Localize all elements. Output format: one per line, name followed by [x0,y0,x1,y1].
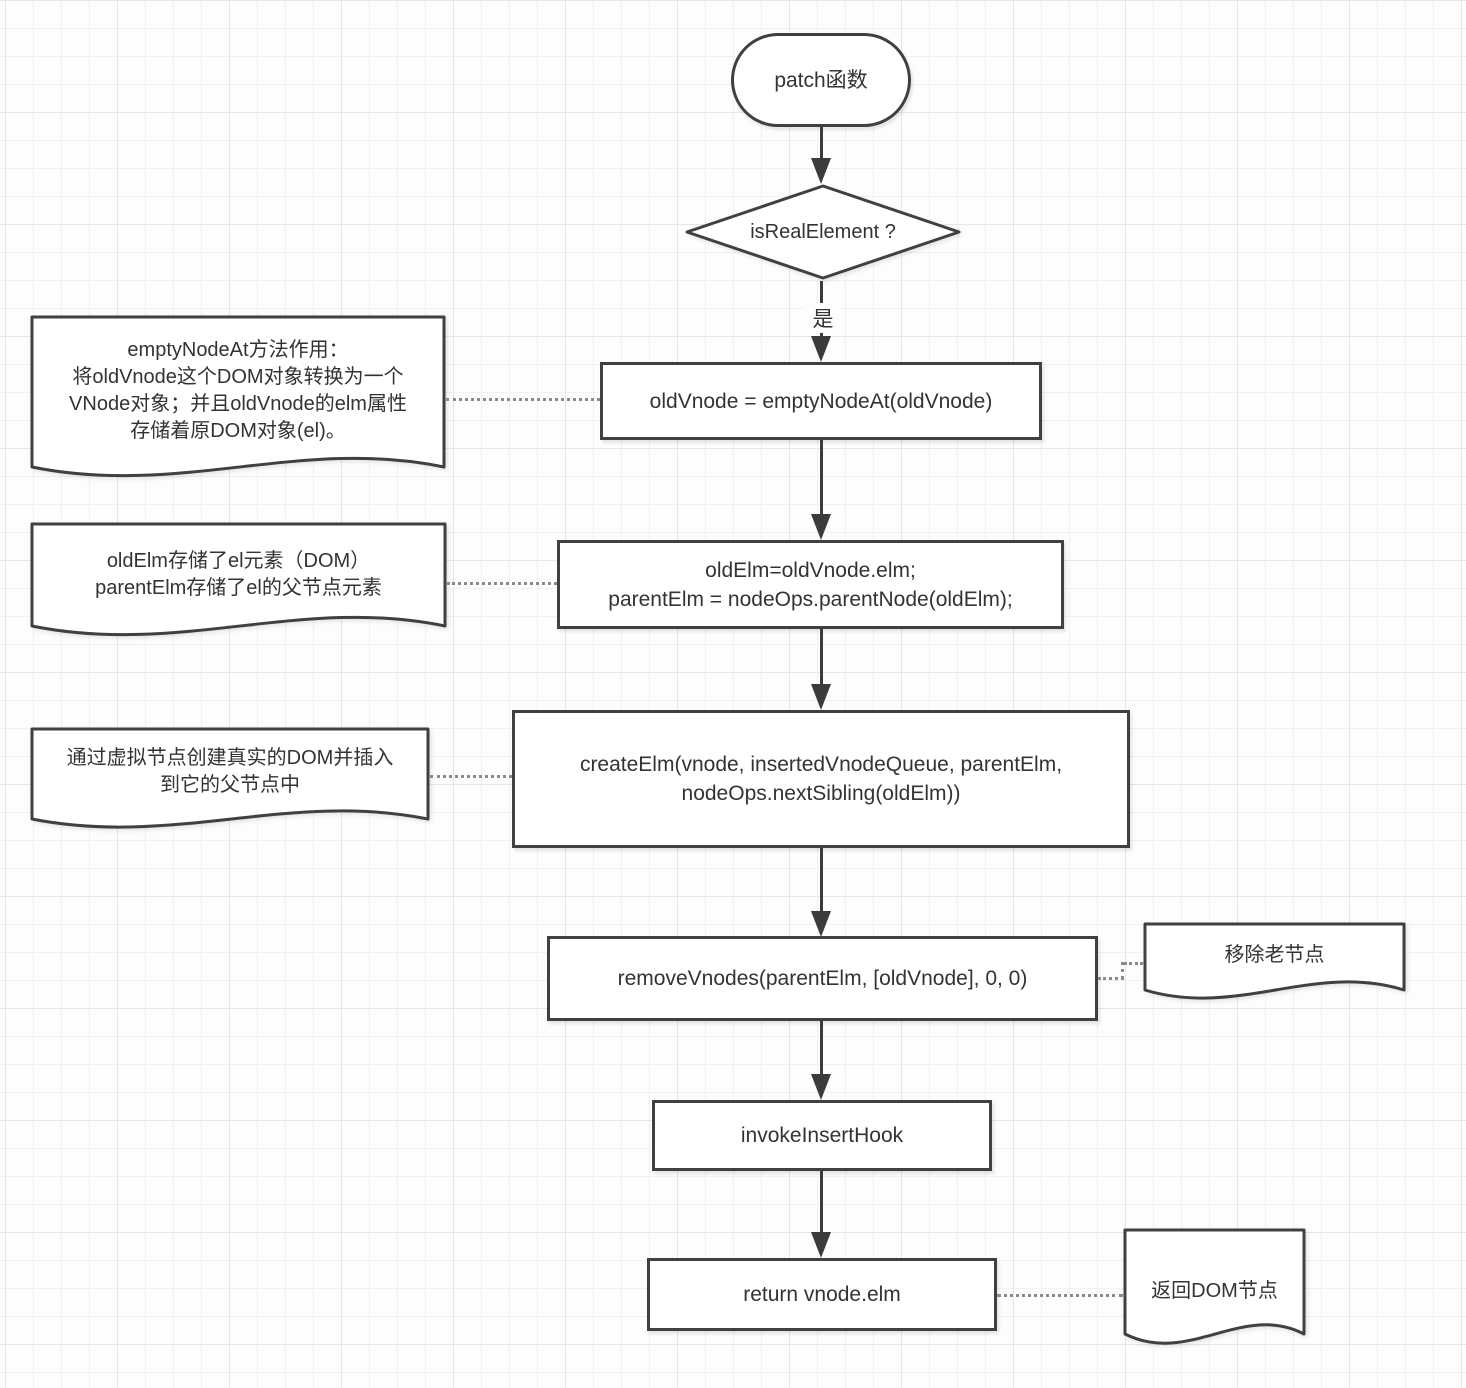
dotted-connector [1124,962,1143,965]
note-emptynodeat-line4: 存储着原DOM对象(el)。 [130,420,346,442]
dotted-connector [446,398,600,401]
note-oldelm-line1: oldElm存储了el元素（DOM） [106,550,371,572]
process-invokeinserthook-label: invokeInsertHook [740,1124,904,1147]
document-shape [30,727,430,829]
arrow-connector [820,1171,823,1232]
process-oldelm-line2: parentElm = nodeOps.parentNode(oldElm); [608,587,1013,611]
document-shape [30,522,447,637]
arrow-connector [820,848,823,911]
dotted-connector [1098,977,1124,980]
start-terminal-label: patch函数 [774,68,868,92]
process-invokeinserthook: invokeInsertHook [652,1100,992,1171]
note-emptynodeat-line2: 将oldVnode这个DOM对象转换为一个 [72,366,404,388]
document-shape [1143,922,1406,1000]
process-removevnodes-label: removeVnodes(parentElm, [oldVnode], 0, 0… [617,967,1028,990]
arrow-connector [820,127,823,163]
dotted-connector [1121,962,1124,979]
arrow-connector [820,629,823,684]
note-remove-old-node: 移除老节点 [1143,922,1406,1014]
process-createelm-line2: nodeOps.nextSibling(oldElm)) [681,782,961,805]
note-return-dom: 返回DOM节点 [1123,1228,1306,1362]
process-oldelm-parentelm: oldElm=oldVnode.elm; parentElm = nodeOps… [557,540,1064,629]
process-createelm-line1: createElm(vnode, insertedVnodeQueue, par… [579,753,1063,776]
note-emptynodeat: emptyNodeAt方法作用： 将oldVnode这个DOM对象转换为一个 V… [30,315,446,491]
note-createelm-line2: 到它的父节点中 [160,774,300,796]
start-terminal-patch: patch函数 [731,33,911,127]
process-return-vnode-elm: return vnode.elm [647,1258,997,1331]
arrowhead-icon [811,1232,831,1258]
decision-isrealelement: isRealElement ? [684,183,962,281]
process-emptynodeat: oldVnode = emptyNodeAt(oldVnode) [600,362,1042,440]
arrow-connector [820,1021,823,1074]
document-shape [1123,1228,1306,1345]
diamond-shape [685,184,961,280]
arrow-connector [820,440,823,514]
process-emptynodeat-label: oldVnode = emptyNodeAt(oldVnode) [649,389,993,413]
branch-label-yes: 是 [805,303,841,333]
decision-label: isRealElement ? [750,220,896,243]
process-createelm: createElm(vnode, insertedVnodeQueue, par… [512,710,1130,848]
note-createelm: 通过虚拟节点创建真实的DOM并插入 到它的父节点中 [30,727,430,841]
arrowhead-icon [811,514,831,540]
note-oldelm-line2: parentElm存储了el的父节点元素 [95,577,382,599]
arrowhead-icon [811,158,831,184]
arrowhead-icon [811,1074,831,1100]
dotted-connector [447,582,557,585]
arrowhead-icon [811,684,831,710]
arrowhead-icon [811,911,831,937]
arrowhead-icon [811,336,831,362]
note-return-label: 返回DOM节点 [1151,1280,1278,1302]
process-removevnodes: removeVnodes(parentElm, [oldVnode], 0, 0… [547,936,1098,1021]
dotted-connector [997,1294,1123,1297]
note-emptynodeat-line3: VNode对象；并且oldVnode的elm属性 [69,393,407,415]
note-remove-label: 移除老节点 [1224,944,1325,966]
dotted-connector [430,775,512,778]
note-emptynodeat-line1: emptyNodeAt方法作用： [127,339,349,361]
note-createelm-line1: 通过虚拟节点创建真实的DOM并插入 [66,747,394,769]
process-return-label: return vnode.elm [743,1283,901,1306]
note-oldelm: oldElm存储了el元素（DOM） parentElm存储了el的父节点元素 [30,522,447,650]
document-shape [30,315,446,478]
process-oldelm-line1: oldElm=oldVnode.elm; [705,558,916,582]
